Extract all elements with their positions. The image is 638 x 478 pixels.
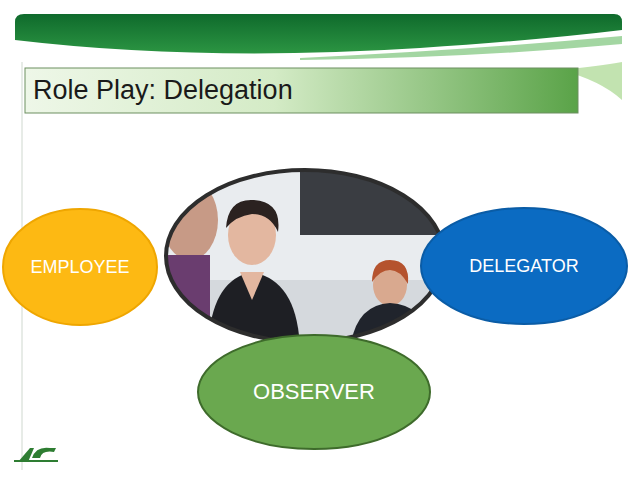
title-holder: Role Play: Delegation (25, 68, 578, 113)
role-label: OBSERVER (253, 379, 375, 404)
role-label: DELEGATOR (469, 256, 578, 277)
meeting-photo (160, 165, 450, 355)
company-logo (14, 448, 58, 462)
title-bar (25, 68, 578, 113)
role-ellipse: DELEGATOR (420, 207, 628, 325)
slide-title: Role Play: Delegation (25, 68, 578, 113)
role-ellipse: OBSERVER (197, 334, 431, 450)
role-ellipse: EMPLOYEE (2, 208, 158, 326)
role-label: EMPLOYEE (30, 257, 129, 278)
photo-frame (166, 170, 444, 342)
